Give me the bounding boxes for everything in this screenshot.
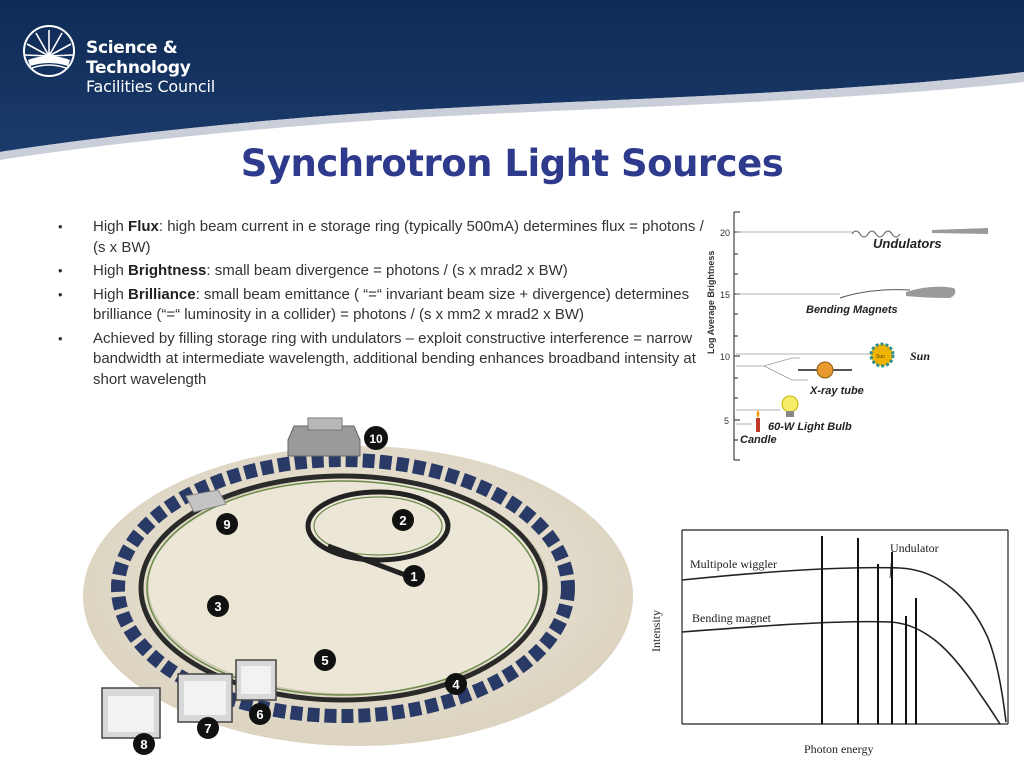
undulator-beam xyxy=(932,228,988,234)
tick-label: 10 xyxy=(720,352,730,362)
xray-tube-icon xyxy=(816,361,834,379)
tick-label: 15 xyxy=(720,290,730,300)
marker-label: 4 xyxy=(452,677,460,692)
label-bending: Bending Magnets xyxy=(806,304,898,316)
marker-label: 7 xyxy=(204,721,211,736)
tick-label: 20 xyxy=(720,228,730,238)
y-axis-label: Log Average Brightness xyxy=(706,251,716,354)
bullet-pre: High xyxy=(93,285,129,303)
marker-4: 4 xyxy=(445,673,467,695)
label-bending-magnet: Bending magnet xyxy=(692,611,772,625)
label-xray: X-ray tube xyxy=(809,385,864,397)
bullet-flux: High Flux: high beam current in e storag… xyxy=(54,217,704,258)
label-sun-inner: Sun xyxy=(876,354,885,360)
linac xyxy=(327,543,409,579)
booster-ring xyxy=(305,489,451,563)
marker-label: 2 xyxy=(399,513,406,528)
marker-label: 6 xyxy=(256,707,263,722)
label-wiggler: Multipole wiggler xyxy=(690,557,777,571)
candle-icon xyxy=(756,418,760,432)
building-10 xyxy=(287,425,361,457)
bullet-pre: High xyxy=(93,218,129,235)
marker-2: 2 xyxy=(392,509,414,531)
bullet-text: : small beam emittance ( “=“ invariant b… xyxy=(93,285,690,324)
brightness-comparison-figure: 20 15 10 5 Log Average Brightness Undula… xyxy=(706,211,988,461)
marker-label: 3 xyxy=(214,599,221,614)
label-undulator: Undulator xyxy=(890,541,939,555)
label-bulb: 60-W Light Bulb xyxy=(768,421,852,433)
building-10-top xyxy=(307,417,343,431)
marker-5: 5 xyxy=(314,649,336,671)
bullet-term: Brilliance xyxy=(128,285,196,303)
marker-label: 5 xyxy=(321,653,328,668)
marker-10: 10 xyxy=(364,426,388,450)
bullet-pre: High xyxy=(93,262,129,279)
org-name-line1: Science & Technology xyxy=(86,38,191,78)
xray-lines xyxy=(736,357,808,381)
marker-9: 9 xyxy=(216,513,238,535)
stfc-logo: Science & Technology Facilities Council xyxy=(22,24,272,96)
candle-flame-icon xyxy=(756,410,760,418)
spectrum-y-label: Intensity xyxy=(649,610,663,652)
spectrum-figure: Intensity Photon energy Multipole wiggle… xyxy=(649,529,1009,756)
building-9 xyxy=(185,489,227,513)
tick-label: 5 xyxy=(724,416,729,426)
storage-ring-inner xyxy=(146,480,540,696)
marker-1: 1 xyxy=(403,565,425,587)
bullet-text: : high beam current in e storage ring (t… xyxy=(93,218,704,256)
magnet-ring xyxy=(111,453,575,723)
undulator-harmonic-lines xyxy=(821,536,917,724)
marker-3: 3 xyxy=(207,595,229,617)
bullet-brightness: High Brightness: small beam divergence =… xyxy=(54,261,704,282)
marker-7: 7 xyxy=(197,717,219,739)
bullet-undulators: Achieved by filling storage ring with un… xyxy=(54,329,704,391)
bullet-brilliance: High Brilliance: small beam emittance ( … xyxy=(54,285,704,326)
marker-6: 6 xyxy=(249,703,271,725)
label-sun: Sun xyxy=(910,349,930,363)
bullet-text: Achieved by filling storage ring with un… xyxy=(93,329,696,388)
light-bulb-base xyxy=(786,411,794,417)
marker-8: 8 xyxy=(133,733,155,755)
spectrum-x-label: Photon energy xyxy=(804,742,873,756)
booster-ring-inner xyxy=(313,496,443,556)
org-name-line2: Facilities Council xyxy=(86,77,215,96)
bullet-term: Brightness xyxy=(128,262,207,279)
bullet-term: Flux xyxy=(128,218,159,235)
slide-title: Synchrotron Light Sources xyxy=(240,142,784,185)
synchrotron-ring-figure: 1 2 3 4 5 6 7 8 9 10 xyxy=(83,417,633,755)
marker-label: 10 xyxy=(369,432,383,446)
undulator-wiggle xyxy=(851,230,901,238)
sun-rays-emblem-icon xyxy=(23,25,75,77)
light-bulb-icon xyxy=(781,395,799,413)
label-undulators: Undulators xyxy=(873,236,942,251)
undulator-leader xyxy=(889,553,893,579)
sun-icon xyxy=(869,342,895,368)
bending-arc xyxy=(839,289,911,299)
hutch-8-inner xyxy=(108,696,154,732)
hutch-7-inner xyxy=(184,681,226,715)
bullet-text: : small beam divergence = photons / (s x… xyxy=(206,262,568,279)
bullet-list: High Flux: high beam current in e storag… xyxy=(54,217,704,393)
storage-ring-tube xyxy=(138,473,548,703)
marker-label: 9 xyxy=(223,517,230,532)
org-name: Science & Technology Facilities Council xyxy=(86,38,272,96)
hutch-6-inner xyxy=(241,666,271,694)
label-candle: Candle xyxy=(740,434,777,446)
wiggler-curve xyxy=(681,566,1007,723)
marker-label: 8 xyxy=(140,737,147,752)
header-band xyxy=(0,0,1024,160)
bending-curve xyxy=(681,620,1001,725)
marker-label: 1 xyxy=(410,569,417,584)
bending-beam xyxy=(906,286,956,298)
